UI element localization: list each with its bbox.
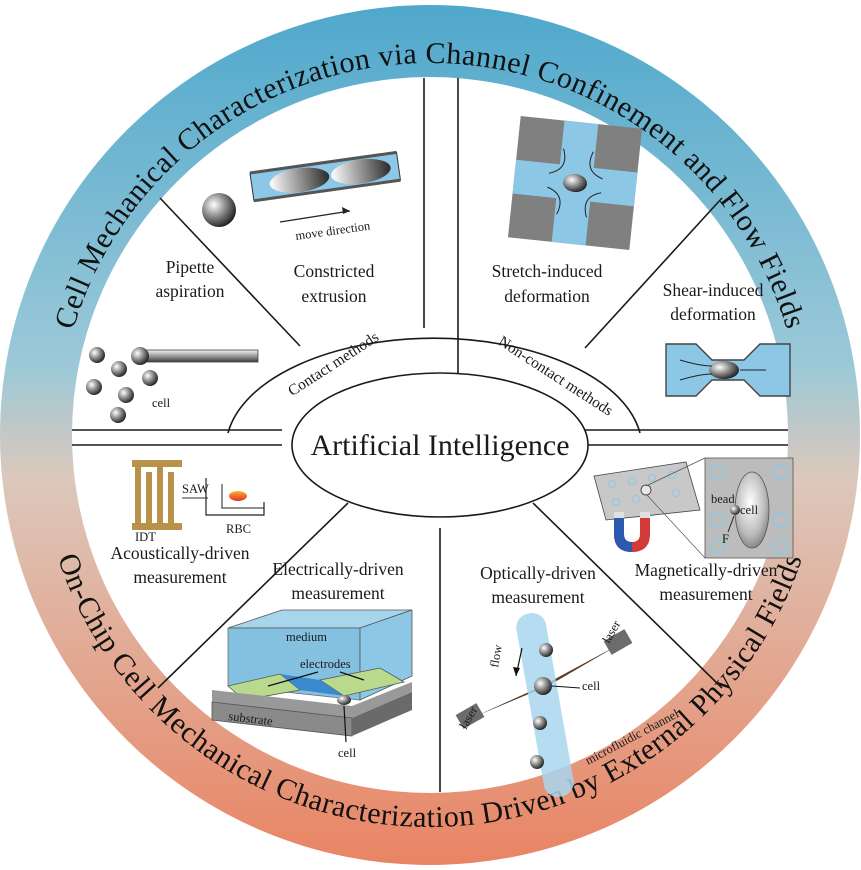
electric-title-line2: measurement <box>291 583 384 603</box>
stretch-title-line1: Stretch-induced <box>492 261 603 281</box>
optical-panel: Optically-driven measurement flow laser … <box>455 563 682 797</box>
hub-title: Artificial Intelligence <box>310 429 569 462</box>
bead-label: bead <box>711 492 735 506</box>
cell-sphere <box>111 361 127 377</box>
cell-sphere <box>86 379 102 395</box>
pipette <box>139 349 259 363</box>
methods-arc <box>227 337 641 434</box>
pipette-cell-label: cell <box>152 396 171 410</box>
substrate-top <box>212 682 412 718</box>
pipette-title-line1: Pipette <box>166 257 215 277</box>
constricted-title-line2: extrusion <box>301 286 366 306</box>
optical-cell <box>533 716 547 730</box>
electric-cell-label: cell <box>338 746 357 760</box>
electric-panel: Electrically-driven measurement medium e… <box>211 559 413 760</box>
channel-outline <box>221 484 264 509</box>
magnetic-panel: bead cell F Magnetically-driven measurem… <box>593 457 794 604</box>
microfluidic-channel <box>516 613 574 797</box>
medium-label: medium <box>286 630 327 644</box>
acoustic-title-line2: measurement <box>133 567 226 587</box>
cell-sphere <box>110 407 126 423</box>
horseshoe-magnet <box>614 512 650 552</box>
stretch-title-line2: deformation <box>504 286 590 306</box>
idt-electrode <box>132 460 182 530</box>
constricted-title-line1: Constricted <box>294 261 375 281</box>
free-cell <box>202 193 236 227</box>
optical-title-line2: measurement <box>491 587 584 607</box>
laser-source-bottom <box>455 703 485 729</box>
acoustic-panel: SAW RBC IDT Acoustically-driven measurem… <box>111 460 265 587</box>
cell-sphere <box>142 370 158 386</box>
magnetic-bead <box>730 505 740 515</box>
magnetic-title-line1: Magnetically-driven <box>635 560 778 580</box>
saw-label: SAW <box>182 482 209 496</box>
shear-title-line1: Shear-induced <box>663 280 764 300</box>
pipette-title-line2: aspiration <box>155 281 224 301</box>
electrodes-label: electrodes <box>300 657 351 671</box>
stretched-cell <box>563 173 587 193</box>
cell-sphere <box>118 387 134 403</box>
pipette-aspiration-panel: Pipette aspiration cell <box>86 257 259 423</box>
magnetic-title-line2: measurement <box>659 584 752 604</box>
optical-cell <box>539 643 553 657</box>
optical-cell <box>530 755 544 769</box>
rbc <box>229 491 247 501</box>
shear-title-line2: deformation <box>670 304 756 324</box>
laser-source-top <box>603 629 633 655</box>
optical-cell-label: cell <box>582 679 601 693</box>
hub-ellipse <box>291 372 589 518</box>
force-label: F <box>722 532 729 546</box>
substrate-side <box>352 692 412 736</box>
rbc-label: RBC <box>226 522 251 536</box>
stretch-deformation-panel: Stretch-induced deformation <box>492 115 643 306</box>
electric-title-line1: Electrically-driven <box>272 559 403 579</box>
electric-cell <box>337 695 351 705</box>
magnetic-cell-label: cell <box>740 503 759 517</box>
substrate-label: substrate <box>228 709 274 728</box>
electrode-gap <box>280 674 344 696</box>
shear-deformation-panel: Shear-induced deformation <box>663 280 791 397</box>
squeezed-cell <box>269 167 330 193</box>
shear-cell <box>709 361 739 379</box>
flow-label: flow <box>487 644 505 669</box>
move-direction-arrow <box>279 210 351 223</box>
sector-dividers <box>72 78 788 792</box>
cell-sphere <box>89 347 105 363</box>
aspirated-cell <box>131 347 149 365</box>
idt-label: IDT <box>135 530 156 544</box>
acoustic-title-line1: Acoustically-driven <box>111 543 250 563</box>
squeezed-cell <box>331 158 391 185</box>
optical-cell <box>534 677 552 695</box>
optical-title-line1: Optically-driven <box>480 563 596 583</box>
